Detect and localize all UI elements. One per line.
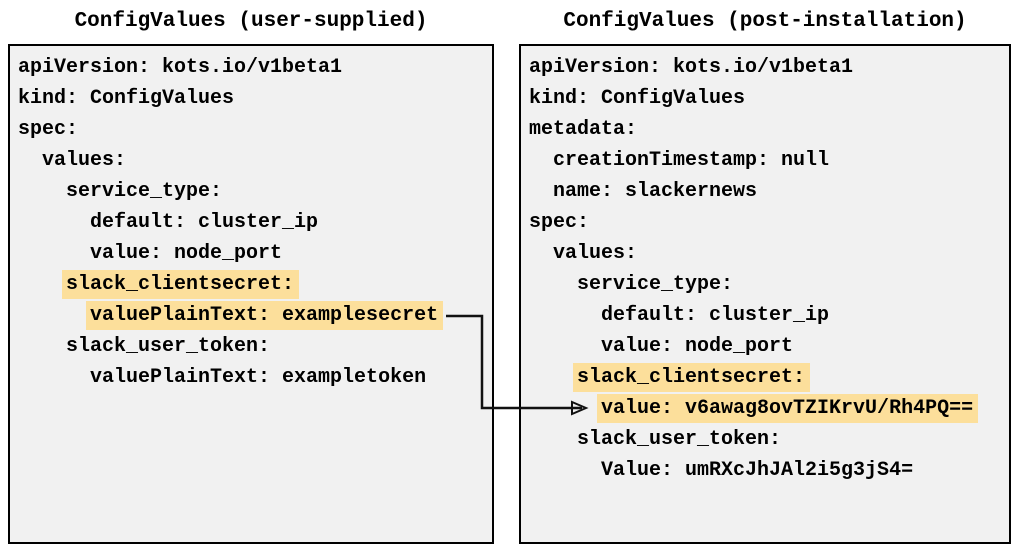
line-text: creationTimestamp: null — [553, 149, 830, 172]
line-indent — [529, 397, 601, 420]
config-line: value: node_port — [18, 238, 486, 269]
line-text: value: node_port — [601, 335, 794, 358]
config-line: creationTimestamp: null — [529, 145, 1003, 176]
config-lines-user-supplied: apiVersion: kots.io/v1beta1 kind: ConfigV… — [18, 52, 486, 393]
config-line: spec: — [18, 114, 486, 145]
line-text: value: node_port — [90, 242, 283, 265]
config-line: value: v6awag8ovTZIKrvU/Rh4PQ== — [529, 393, 1003, 424]
line-text: slack_user_token: — [66, 335, 271, 358]
config-line: apiVersion: kots.io/v1beta1 — [18, 52, 486, 83]
config-line: valuePlainText: exampletoken — [18, 362, 486, 393]
config-line: slack_user_token: — [529, 424, 1003, 455]
line-indent — [529, 273, 577, 296]
line-indent — [18, 304, 90, 327]
line-text: kind: ConfigValues — [529, 87, 746, 110]
line-indent — [529, 366, 577, 389]
line-indent — [529, 149, 553, 172]
config-lines-post-installation: apiVersion: kots.io/v1beta1 kind: ConfigV… — [529, 52, 1003, 486]
line-indent — [529, 335, 601, 358]
line-text: spec: — [18, 118, 79, 141]
config-line: slack_clientsecret: — [529, 362, 1003, 393]
line-indent — [529, 428, 577, 451]
config-line: spec: — [529, 207, 1003, 238]
config-line: default: cluster_ip — [18, 207, 486, 238]
config-box-post-installation: apiVersion: kots.io/v1beta1 kind: ConfigV… — [519, 44, 1011, 544]
config-line: default: cluster_ip — [529, 300, 1003, 331]
config-line: metadata: — [529, 114, 1003, 145]
config-line: service_type: — [18, 176, 486, 207]
line-text: apiVersion: kots.io/v1beta1 — [529, 56, 854, 79]
panel-title-user-supplied: ConfigValues (user-supplied) — [74, 10, 428, 33]
line-text: service_type: — [577, 273, 734, 296]
line-indent — [529, 180, 553, 203]
config-line: values: — [18, 145, 486, 176]
panel-post-installation: ConfigValues (post-installation) apiVers… — [519, 8, 1011, 544]
line-text: values: — [42, 149, 127, 172]
line-indent — [18, 366, 90, 389]
config-line: value: node_port — [529, 331, 1003, 362]
line-text: valuePlainText: exampletoken — [90, 366, 427, 389]
panel-user-supplied: ConfigValues (user-supplied) apiVersion:… — [8, 8, 494, 544]
config-line: Value: umRXcJhJAl2i5g3jS4= — [529, 455, 1003, 486]
line-indent — [529, 242, 553, 265]
config-line: valuePlainText: examplesecret — [18, 300, 486, 331]
line-indent — [529, 304, 601, 327]
config-box-user-supplied: apiVersion: kots.io/v1beta1 kind: ConfigV… — [8, 44, 494, 544]
line-text: default: cluster_ip — [601, 304, 830, 327]
line-text: service_type: — [66, 180, 223, 203]
line-indent — [18, 149, 42, 172]
line-text: default: cluster_ip — [90, 211, 319, 234]
line-text: slack_clientsecret: — [62, 270, 300, 299]
line-indent — [529, 459, 601, 482]
config-line: service_type: — [529, 269, 1003, 300]
config-line: slack_user_token: — [18, 331, 486, 362]
line-text: values: — [553, 242, 638, 265]
line-indent — [18, 211, 90, 234]
line-indent — [18, 273, 66, 296]
config-line: name: slackernews — [529, 176, 1003, 207]
line-text: name: slackernews — [553, 180, 758, 203]
line-text: apiVersion: kots.io/v1beta1 — [18, 56, 343, 79]
panel-title-post-installation: ConfigValues (post-installation) — [563, 10, 967, 33]
line-text: slack_user_token: — [577, 428, 782, 451]
config-line: kind: ConfigValues — [18, 83, 486, 114]
line-text: kind: ConfigValues — [18, 87, 235, 110]
line-text: metadata: — [529, 118, 638, 141]
line-text: valuePlainText: examplesecret — [86, 301, 444, 330]
line-text: spec: — [529, 211, 590, 234]
line-indent — [18, 242, 90, 265]
line-indent — [18, 180, 66, 203]
line-text: Value: umRXcJhJAl2i5g3jS4= — [601, 459, 914, 482]
line-indent — [18, 335, 66, 358]
config-line: kind: ConfigValues — [529, 83, 1003, 114]
config-line: values: — [529, 238, 1003, 269]
line-text: value: v6awag8ovTZIKrvU/Rh4PQ== — [597, 394, 979, 423]
config-line: slack_clientsecret: — [18, 269, 486, 300]
config-line: apiVersion: kots.io/v1beta1 — [529, 52, 1003, 83]
line-text: slack_clientsecret: — [573, 363, 811, 392]
